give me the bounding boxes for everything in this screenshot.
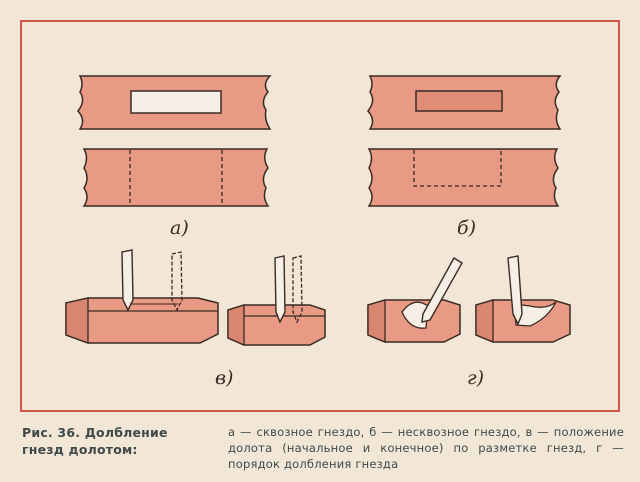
label-g: г) <box>467 367 484 389</box>
board-side-b <box>367 148 560 207</box>
caption-title: Рис. 36. Долбление гнезд долотом: <box>22 425 168 457</box>
chisel-start <box>121 249 134 312</box>
blind-mortise <box>415 90 503 112</box>
mortise-cavity <box>513 301 557 327</box>
block-end-face <box>367 299 386 343</box>
chisel-end <box>292 255 303 324</box>
label-v: в) <box>215 367 233 389</box>
block-end-face <box>475 299 494 343</box>
label-a: а) <box>170 217 189 239</box>
chisel-start <box>274 255 286 324</box>
block-end-face <box>227 304 245 346</box>
block-end-face <box>65 297 89 344</box>
chisel-end <box>171 251 183 312</box>
caption-text: а — сквозное гнездо, б — несквозное гнез… <box>228 425 624 471</box>
wood-block <box>65 297 219 344</box>
chisel-angled <box>421 257 463 323</box>
board-side-a <box>82 148 270 207</box>
blind-mortise-outline <box>413 150 502 187</box>
label-b: б) <box>457 217 476 239</box>
panel-a: а) <box>77 75 272 239</box>
chisel-vertical <box>507 255 523 326</box>
figure-frame <box>20 20 620 412</box>
through-mortise <box>130 90 222 114</box>
panel-b: б) <box>367 75 562 239</box>
panel-v: в) <box>65 249 326 389</box>
panel-g: г) <box>367 255 571 389</box>
